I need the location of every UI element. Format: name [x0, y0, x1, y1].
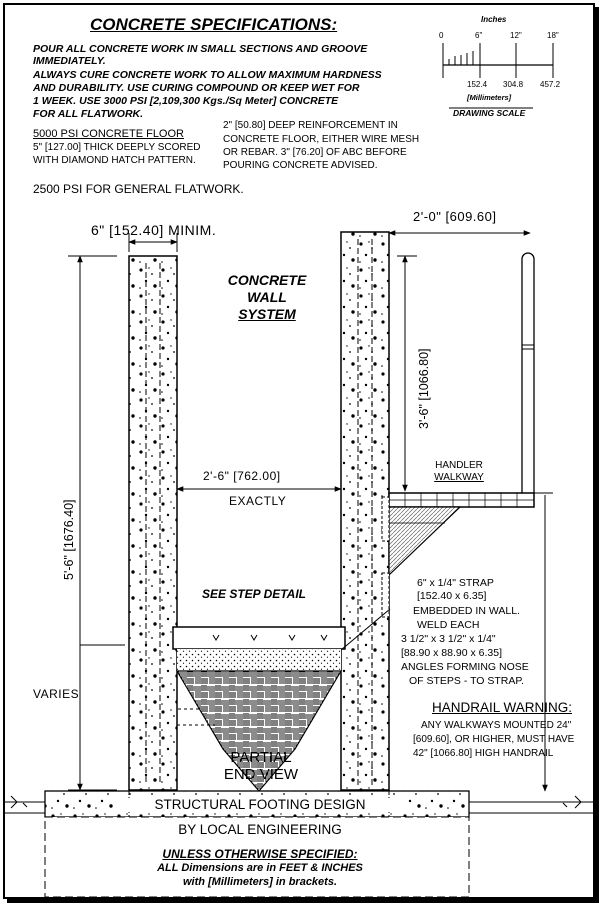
reinforcement-line: POURING CONCRETE ADVISED. — [223, 160, 378, 171]
strap-note-line: EMBEDDED IN WALL. — [413, 605, 520, 617]
scale-tick-mm: 152.4 — [467, 80, 488, 89]
drawing-scale-graphic — [442, 43, 554, 109]
unless-line: ALL Dimensions are in FEET & INCHES — [157, 862, 363, 874]
step-nose — [172, 608, 391, 789]
strap-note-line: [152.40 x 6.35] — [417, 590, 487, 602]
reinforcement-line: 2" [50.80] DEEP REINFORCEMENT IN — [223, 120, 398, 131]
spec-line: AND DURABILITY. USE CURING COMPOUND OR K… — [33, 82, 360, 94]
handrail-warning-line: 42" [1066.80] HIGH HANDRAIL — [413, 748, 554, 759]
scale-tick-mm: 457.2 — [540, 80, 561, 89]
system-label-line: CONCRETE — [227, 272, 307, 288]
scale-tick-in: 6" — [475, 31, 483, 40]
handrail-warning-line: [609.60], OR HIGHER, MUST HAVE — [413, 734, 575, 745]
partial-view-label: PARTIAL — [230, 749, 292, 766]
scale-tick-in: 18" — [547, 31, 559, 40]
gap-note: EXACTLY — [229, 494, 287, 508]
flatwork-note: 2500 PSI FOR GENERAL FLATWORK. — [33, 182, 244, 196]
left-wall — [128, 255, 178, 791]
strap-note-line: WELD EACH — [417, 619, 480, 631]
system-label-line: WALL — [247, 289, 287, 305]
handrail-post — [521, 252, 535, 494]
footing-label: BY LOCAL ENGINEERING — [178, 822, 342, 837]
specifications-title: CONCRETE SPECIFICATIONS: — [90, 15, 338, 34]
scale-mm-label: [Millimeters] — [467, 93, 512, 102]
scale-tick-mm: 304.8 — [503, 80, 524, 89]
scale-caption: DRAWING SCALE — [453, 108, 526, 118]
unless-line: with [Millimeters] in brackets. — [182, 876, 338, 888]
walkway-width-label: 2'-0" [609.60] — [413, 209, 497, 224]
handler-label: HANDLER — [435, 460, 483, 471]
reinforcement-line: OR REBAR. 3" [76.20] OF ABC BEFORE — [223, 147, 407, 158]
spec-line: ALWAYS CURE CONCRETE WORK TO ALLOW MAXIM… — [33, 69, 382, 81]
scale-tick-in: 12" — [510, 31, 522, 40]
strap-note-line: ANGLES FORMING NOSE — [401, 661, 529, 673]
rail-height-dimension — [397, 255, 417, 492]
spec-line: POUR ALL CONCRETE WORK IN SMALL SECTIONS… — [33, 43, 368, 55]
floor-line: WITH DIAMOND HATCH PATTERN. — [33, 155, 196, 166]
system-label-line: SYSTEM — [238, 306, 296, 322]
handler-label: WALKWAY — [434, 472, 484, 483]
height-dimension-left — [68, 255, 117, 791]
scale-units-label: Inches — [481, 15, 507, 24]
step-detail-label: SEE STEP DETAIL — [202, 587, 307, 601]
floor-heading: 5000 PSI CONCRETE FLOOR — [33, 128, 184, 140]
wall-thickness-label: 6" [152.40] MINIM. — [91, 222, 217, 238]
strap-note-line: 6" x 1/4" STRAP — [417, 577, 494, 589]
scale-tick-in: 0 — [439, 31, 444, 40]
rail-height-label: 3'-6" [1066.80] — [417, 348, 431, 430]
floor-line: 5" [127.00] THICK DEEPLY SCORED — [33, 142, 201, 153]
gap-label: 2'-6" [762.00] — [203, 469, 281, 483]
height-left-label: 5'-6" [1676.40] — [62, 499, 76, 581]
walkway-deck — [381, 492, 553, 618]
strap-note-line: OF STEPS - TO STRAP. — [409, 675, 524, 687]
drawing-linework — [5, 43, 593, 897]
handrail-warning-line: ANY WALKWAYS MOUNTED 24" — [421, 720, 572, 731]
drawing-sheet: CONCRETE SPECIFICATIONS: POUR ALL CONCRE… — [3, 3, 595, 899]
handrail-warning-heading: HANDRAIL WARNING: — [432, 700, 573, 715]
spec-line: FOR ALL FLATWORK. — [33, 108, 144, 120]
unless-heading: UNLESS OTHERWISE SPECIFIED: — [162, 847, 358, 861]
partial-view-label: END VIEW — [223, 766, 299, 783]
footing-label: STRUCTURAL FOOTING DESIGN — [115, 798, 405, 812]
wall-thickness-dimension — [128, 233, 178, 252]
strap-note-line: 3 1/2" x 3 1/2" x 1/4" — [401, 633, 496, 645]
reinforcement-line: CONCRETE FLOOR, EITHER WIRE MESH — [223, 134, 420, 145]
partial-end-view-floor — [175, 649, 343, 792]
spec-line: IMMEDIATELY. — [33, 55, 106, 67]
varies-label: VARIES — [33, 687, 80, 701]
strap-note-line: [88.90 x 88.90 x 6.35] — [401, 647, 502, 659]
spec-line: 1 WEEK. USE 3000 PSI [2,109,300 Kgs./Sq … — [33, 95, 339, 107]
